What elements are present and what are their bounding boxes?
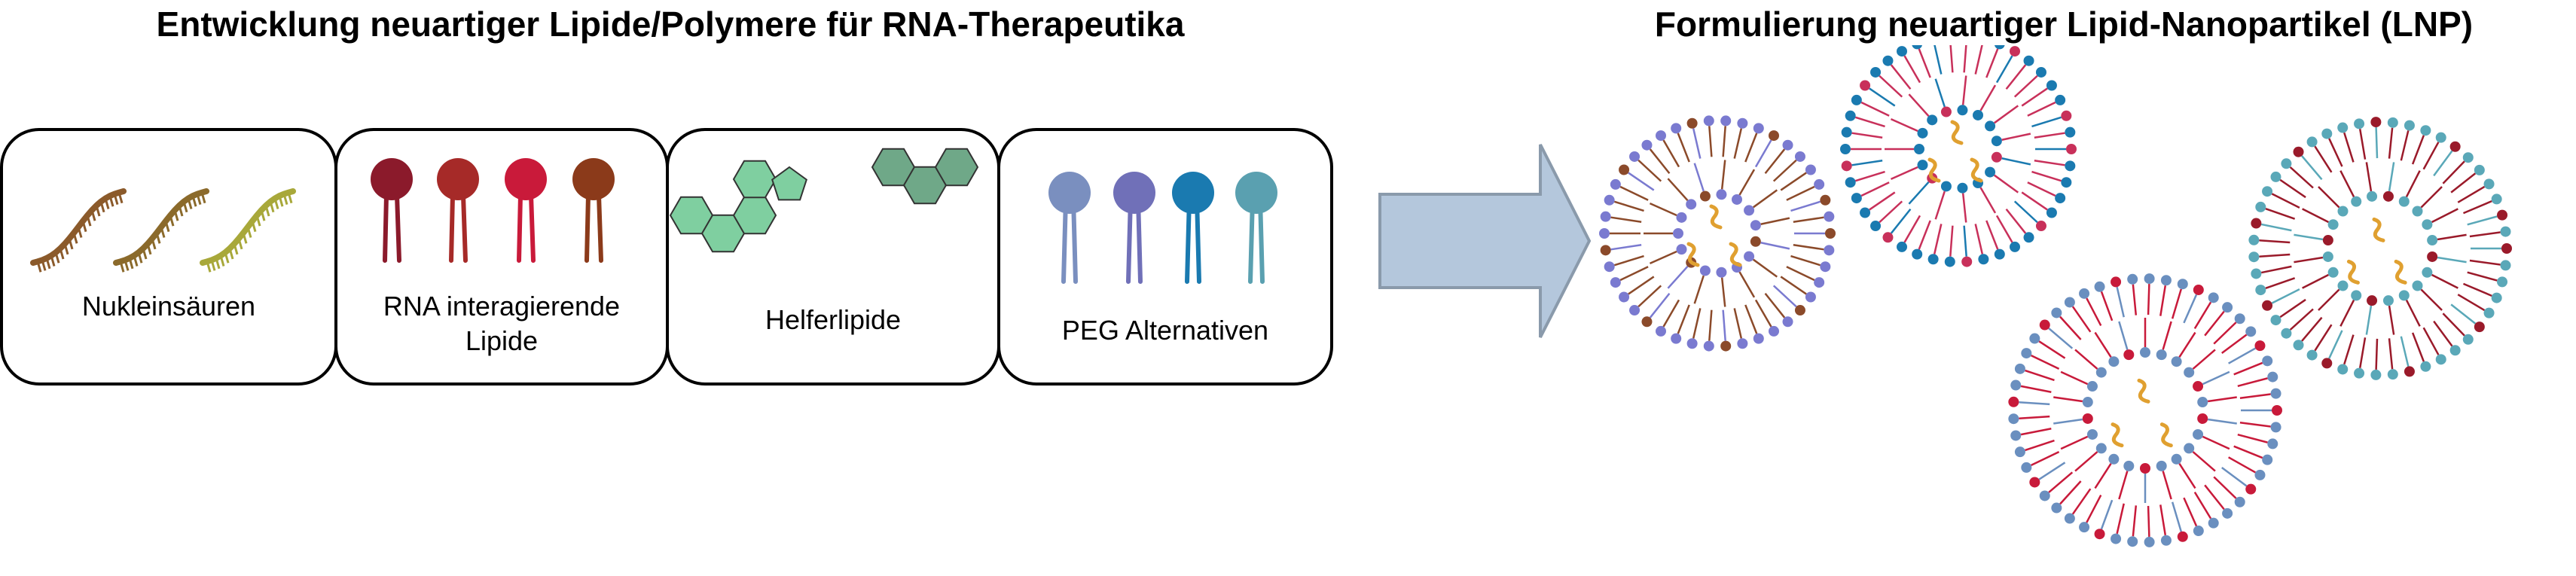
panel-label-helper-lipids: Helferlipide xyxy=(765,304,902,335)
peg-lipid-icon xyxy=(1048,172,1277,284)
rna-cargo xyxy=(1950,120,1964,145)
nucleic-acid-icon xyxy=(30,188,296,273)
rna-cargo xyxy=(2137,378,2150,404)
rna-cargo xyxy=(1927,157,1941,183)
panel-helper-lipids: Helferlipide xyxy=(666,128,1000,386)
panel-label-nucleic-acids: Nukleinsäuren xyxy=(81,291,256,322)
helper-ring xyxy=(771,166,807,201)
peg-lipid xyxy=(1113,172,1155,284)
panel-label-rna-lipids: RNA interagierende Lipide xyxy=(383,291,621,356)
rna-cargo xyxy=(2111,422,2124,448)
panel-label-peg-alternatives: PEG Alternativen xyxy=(1061,315,1269,346)
lipid-nanoparticle xyxy=(1599,115,1836,352)
cationic-lipid xyxy=(371,158,413,263)
panel-peg-alternatives: PEG Alternativen xyxy=(997,128,1333,386)
rna-cargo xyxy=(1729,242,1742,267)
rna-cargo xyxy=(1709,204,1723,230)
lipid-nanoparticle xyxy=(1840,45,2077,267)
title-right: Formulierung neuartiger Lipid-Nanopartik… xyxy=(1654,5,2474,44)
helper-ring xyxy=(732,160,777,199)
rna-cargo xyxy=(2394,259,2407,285)
rna-cargo xyxy=(1686,242,1700,267)
nucleic-acid-strand xyxy=(200,188,296,273)
peg-lipid xyxy=(1235,172,1277,284)
panel-rna-lipids: RNA interagierende Lipide xyxy=(334,128,669,386)
lipid-nanoparticle xyxy=(2008,273,2282,547)
panel-nucleic-acids: Nukleinsäuren xyxy=(0,128,337,386)
cationic-lipid xyxy=(437,158,479,263)
cationic-lipid-icon xyxy=(371,158,615,263)
lipid-nanoparticle xyxy=(2248,117,2512,380)
nucleic-acid-strand xyxy=(30,188,127,273)
title-left: Entwicklung neuartiger Lipide/Polymere f… xyxy=(156,5,1185,44)
cationic-lipid xyxy=(572,158,615,263)
rna-cargo xyxy=(2346,259,2360,285)
lipid-nanoparticle-icon xyxy=(1599,45,2512,547)
peg-lipid xyxy=(1172,172,1214,284)
rna-cargo xyxy=(1970,157,1983,183)
nucleic-acid-strand xyxy=(113,188,209,273)
helper-ring xyxy=(934,148,979,187)
cationic-lipid xyxy=(505,158,547,263)
helper-lipid-icon xyxy=(669,148,979,253)
process-arrow-icon xyxy=(1378,144,1592,338)
rna-cargo xyxy=(2372,217,2385,242)
peg-lipid xyxy=(1048,172,1091,284)
rna-cargo xyxy=(2159,422,2173,448)
